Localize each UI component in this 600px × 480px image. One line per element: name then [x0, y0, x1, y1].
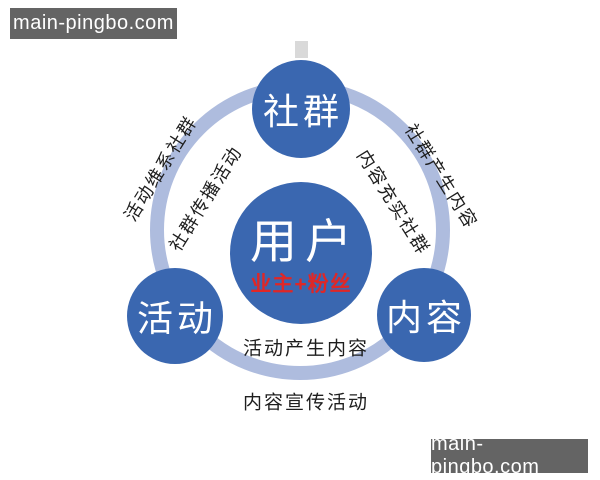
- watermark-bottom-right: main-pingbo.com: [431, 433, 588, 478]
- node-activity: 活动: [127, 268, 223, 364]
- watermark-bottom-right-text: main-pingbo.com: [431, 433, 540, 478]
- edge-label-bottom-outer: 内容宣传活动: [242, 392, 370, 414]
- watermark-top-left: main-pingbo.com: [10, 8, 177, 39]
- node-content-label: 内容: [385, 297, 466, 338]
- top-stub-shape: [295, 41, 308, 58]
- node-user: 用户 业主+粉丝: [230, 182, 372, 324]
- node-user-subtitle: 业主+粉丝: [250, 273, 352, 296]
- node-user-title: 用户: [250, 215, 360, 268]
- node-content: 内容: [377, 268, 471, 362]
- edge-label-bottom-inner: 活动产生内容: [242, 338, 370, 360]
- node-community-label: 社群: [262, 91, 343, 132]
- node-community: 社群: [252, 60, 350, 158]
- node-activity-label: 活动: [136, 298, 217, 339]
- watermark-top-left-text: main-pingbo.com: [13, 12, 174, 34]
